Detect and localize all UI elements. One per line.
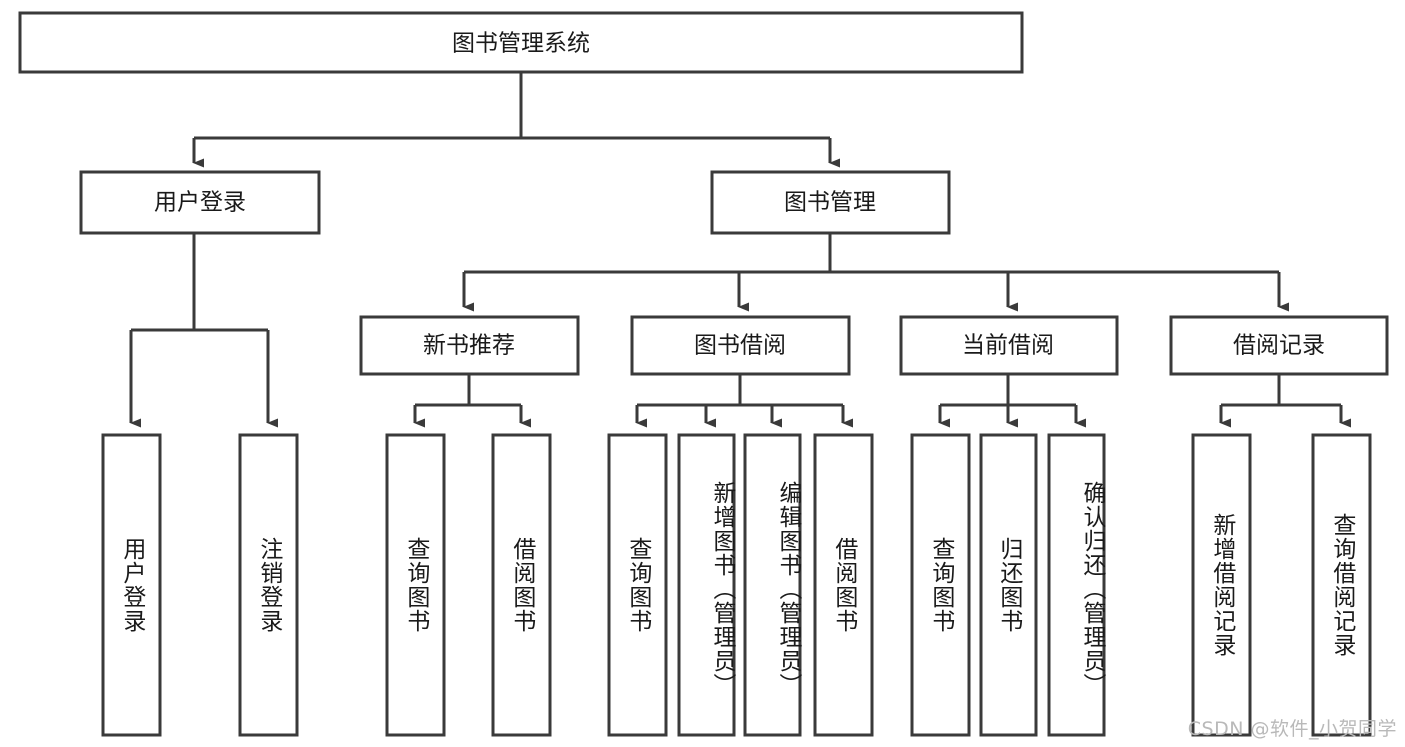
node-book-borrow-label: 图书借阅 [694,333,786,359]
node-leaf-user-login-box[interactable] [101,433,162,737]
node-borrow-record-box[interactable] [1169,315,1389,376]
node-leaf-logout-box[interactable] [238,433,299,737]
node-book-manage-box[interactable] [710,170,951,235]
node-book-borrow-box[interactable] [630,315,851,376]
node-leaf-return-book-box[interactable] [979,433,1038,737]
node-current-borrow-box[interactable] [899,315,1119,376]
node-root-box[interactable] [18,11,1024,74]
csdn-watermark: CSDN @软件_小贺同学 [1187,718,1397,740]
node-leaf-query-book-1-box[interactable] [385,433,446,737]
node-new-book-rec-box[interactable] [359,315,580,376]
node-book-manage-label: 图书管理 [784,190,876,216]
node-leaf-add-record-box[interactable] [1191,433,1252,737]
node-root-label: 图书管理系统 [452,31,590,57]
node-leaf-borrow-book-2-box[interactable] [813,433,874,737]
node-user-login-box[interactable] [79,170,321,235]
node-leaf-confirm-return-box[interactable] [1047,433,1106,737]
node-user-login-label: 用户登录 [154,190,246,216]
node-leaf-query-book-2-box[interactable] [607,433,668,737]
node-leaf-query-book-3-box[interactable] [910,433,971,737]
node-leaf-edit-book-box[interactable] [743,433,802,737]
node-leaf-borrow-book-1-box[interactable] [491,433,552,737]
node-leaf-query-record-box[interactable] [1311,433,1372,737]
node-leaf-add-book-box[interactable] [677,433,736,737]
node-current-borrow-label: 当前借阅 [962,333,1054,359]
node-borrow-record-label: 借阅记录 [1233,333,1325,359]
node-new-book-rec-label: 新书推荐 [423,333,515,359]
